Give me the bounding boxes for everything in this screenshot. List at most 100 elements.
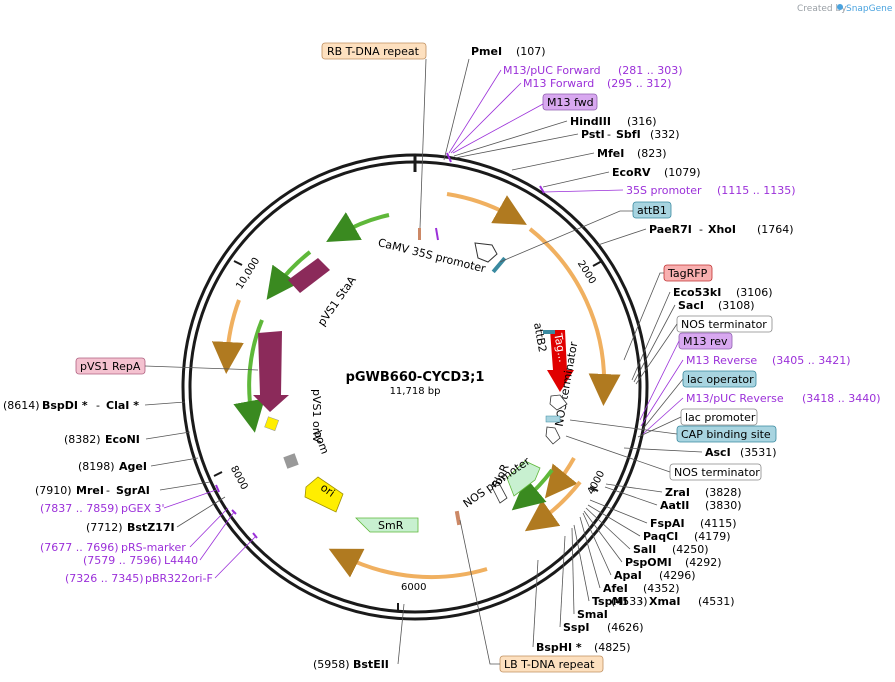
site-ecorv[interactable]: EcoRV (612, 166, 651, 179)
afei-leader (579, 516, 601, 589)
primer-m13-puc-fwd[interactable]: M13/pUC Forward (503, 64, 601, 77)
smr-arrow (355, 517, 419, 533)
site-bstz17i[interactable]: BstZ17I (127, 521, 175, 534)
primer-prs-range: (7677 .. 7696) (40, 541, 119, 554)
m13-rev-box-label: M13 rev (683, 335, 728, 348)
site-psti-pos: (332) (650, 128, 680, 141)
pvs1-staa-label: pVS1 StaA (315, 273, 359, 328)
site-sspi[interactable]: SspI (563, 621, 589, 634)
created-by-text: Created by (797, 4, 847, 14)
site-agei[interactable]: AgeI (119, 460, 147, 473)
site-sspi-pos: (4626) (607, 621, 644, 634)
site-mrei[interactable]: MreI (76, 484, 104, 497)
sali-leader (585, 507, 631, 550)
primer-pbr-range: (7326 .. 7345) (65, 572, 144, 585)
p35s-mark (539, 185, 545, 194)
eco53ki-leader (631, 291, 671, 381)
m13-fwd-leader (450, 82, 522, 154)
site-paqci[interactable]: PaqCI (643, 530, 678, 543)
site-apai[interactable]: ApaI (614, 569, 642, 582)
m13-fwd-box[interactable] (542, 93, 598, 111)
site-asci[interactable]: AscI (705, 446, 731, 459)
feature-arc-green-1 (326, 212, 390, 242)
site-zrai[interactable]: ZraI (665, 486, 690, 499)
ecorv-leader (542, 171, 610, 188)
site-afei[interactable]: AfeI (603, 582, 628, 595)
primer-pbr[interactable]: pBR322ori-F (145, 572, 213, 585)
site-sgrai[interactable]: SgrAI (116, 484, 150, 497)
site-dash-5: - (106, 484, 110, 497)
primer-pgex[interactable]: pGEX 3' (121, 502, 165, 515)
pvs1-staa-arrow (288, 258, 330, 293)
camv-35s-promoter-arrow (474, 242, 498, 263)
tick-label-8000: 8000 (228, 464, 250, 492)
site-fspai[interactable]: FspAI (650, 517, 685, 530)
site-eco53ki[interactable]: Eco53kI (673, 286, 721, 299)
primer-m13-fwd[interactable]: M13 Forward (523, 77, 594, 90)
bom-marker (283, 453, 299, 469)
rb-box[interactable] (321, 42, 427, 60)
pbr-mark (252, 532, 258, 539)
snapgene-brand: SnapGene (846, 4, 893, 14)
feature-arc-green-4 (511, 468, 554, 511)
m13-rev-box-leader (639, 340, 680, 421)
p35s-inner-mark (435, 227, 439, 241)
primer-m13-rev-range: (3405 .. 3421) (772, 354, 851, 367)
attb2-mark (543, 330, 555, 334)
site-bsphi[interactable]: BspHI * (536, 641, 582, 654)
site-sbfi[interactable]: SbfI (616, 128, 641, 141)
primer-m13-puc-rev[interactable]: M13/pUC Reverse (686, 392, 784, 405)
primer-35s[interactable]: 35S promoter (626, 184, 702, 197)
l4440-leader (199, 511, 235, 561)
site-paer7i[interactable]: PaeR7I (649, 223, 692, 236)
site-sali[interactable]: SalI (633, 543, 656, 556)
pvs1-re-label: pVS1 Re... (291, 320, 304, 376)
bspdi-leader (144, 401, 186, 406)
site-mfei[interactable]: MfeI (597, 147, 624, 160)
site-sali-pos: (4250) (672, 543, 709, 556)
tick-8000 (213, 471, 223, 477)
primer-m13-rev[interactable]: M13 Reverse (686, 354, 757, 367)
site-saci[interactable]: SacI (678, 299, 704, 312)
nos-terminator-arrow-1 (549, 394, 568, 411)
site-pmei[interactable]: PmeI (471, 45, 502, 58)
fspai-leader (589, 499, 648, 524)
site-econi[interactable]: EcoNI (105, 433, 140, 446)
pgex-mark (215, 484, 220, 493)
site-bsteii[interactable]: BstEII (353, 658, 389, 671)
lac-promoter-box-label: lac promoter (685, 411, 756, 424)
camv-label: CaMV 35S promoter (377, 236, 488, 275)
prs-leader (189, 507, 229, 548)
primer-l4440-range: (7579 .. 7596) (83, 554, 162, 567)
nos-term2-leader (565, 435, 671, 473)
primer-prs[interactable]: pRS-marker (121, 541, 186, 554)
pmei-leader (443, 58, 470, 161)
paer7i-leader (597, 228, 647, 246)
site-tspmi[interactable]: TspMI (592, 595, 628, 608)
site-xmai[interactable]: XmaI (649, 595, 680, 608)
site-mfei-pos: (823) (637, 147, 667, 160)
pvs1-repa-arrow (253, 331, 289, 412)
attb1-box[interactable] (632, 201, 672, 219)
zrai-leader (605, 483, 663, 493)
primer-l4440[interactable]: L4440 (164, 554, 198, 567)
site-smai[interactable]: SmaI (577, 608, 608, 621)
site-aatii[interactable]: AatII (660, 499, 689, 512)
primer-m13-fwd-range: (295 .. 312) (607, 77, 672, 90)
p35s-leader (543, 189, 624, 193)
site-bspdi[interactable]: BspDI * (42, 399, 88, 412)
pvs1-oriv-label: pVS1 oriV (310, 389, 323, 443)
site-clai[interactable]: ClaI * (106, 399, 139, 412)
attb1-mark (491, 256, 507, 274)
site-psti[interactable]: PstI (581, 128, 605, 141)
lac-operator-leader (641, 378, 684, 431)
tspmi-leader (573, 524, 590, 602)
plasmid-name: pGWB660-CYCD3;1 (346, 370, 485, 385)
site-hindiii[interactable]: HindIII (570, 115, 611, 128)
tick-label-4000: 4000 (586, 469, 608, 497)
paqci-leader (587, 504, 641, 537)
site-smai-pos: (4533) (611, 595, 648, 608)
site-pspomi[interactable]: PspOMI (625, 556, 672, 569)
site-xhoi[interactable]: XhoI (708, 223, 736, 236)
feature-arc-3 (544, 457, 578, 499)
